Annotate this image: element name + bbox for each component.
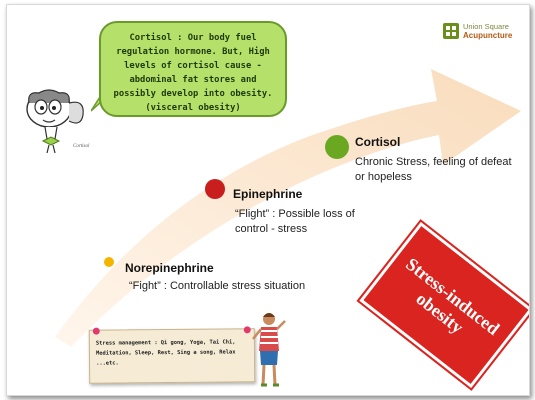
- note-text: Stress management : Qi gong, Yoga, Tai C…: [95, 339, 236, 367]
- leaf-logo-icon: [443, 23, 459, 39]
- arrow-body: [55, 69, 521, 347]
- growth-arrow: [55, 69, 521, 347]
- callout-text: Cortisol : Our body fuel regulation horm…: [113, 33, 273, 113]
- person-illustration: [252, 313, 286, 387]
- slide: Cortisol : Our body fuel regulation horm…: [6, 4, 530, 396]
- pin-icon: [92, 327, 100, 335]
- cortisol-callout: Cortisol : Our body fuel regulation horm…: [99, 21, 287, 117]
- stage-title-epinephrine: Epinephrine: [233, 187, 303, 201]
- stage-desc-cortisol: Chronic Stress, feeling of defeat or hop…: [355, 156, 512, 183]
- cortisol-character-illustration: Cortisol: [26, 89, 90, 154]
- stage-title-cortisol: Cortisol: [355, 135, 401, 149]
- character-caption: Cortisol: [73, 144, 90, 149]
- norepinephrine-dot: [104, 257, 114, 267]
- stage-title-norepinephrine: Norepinephrine: [125, 261, 214, 275]
- logo-line1: Union Square: [463, 22, 509, 31]
- union-square-logo: Union Square Acupuncture: [443, 21, 523, 43]
- stage-desc-norepinephrine: “Fight” : Controllable stress situation: [129, 280, 306, 292]
- stress-management-note: Stress management : Qi gong, Yoga, Tai C…: [88, 326, 256, 384]
- pin-icon: [243, 326, 251, 334]
- stage-desc-epinephrine: “Flight” : Possible loss of control - st…: [235, 208, 355, 235]
- logo-line2: Acupuncture: [463, 31, 513, 40]
- cortisol-dot: [325, 135, 349, 159]
- epinephrine-dot: [205, 179, 225, 199]
